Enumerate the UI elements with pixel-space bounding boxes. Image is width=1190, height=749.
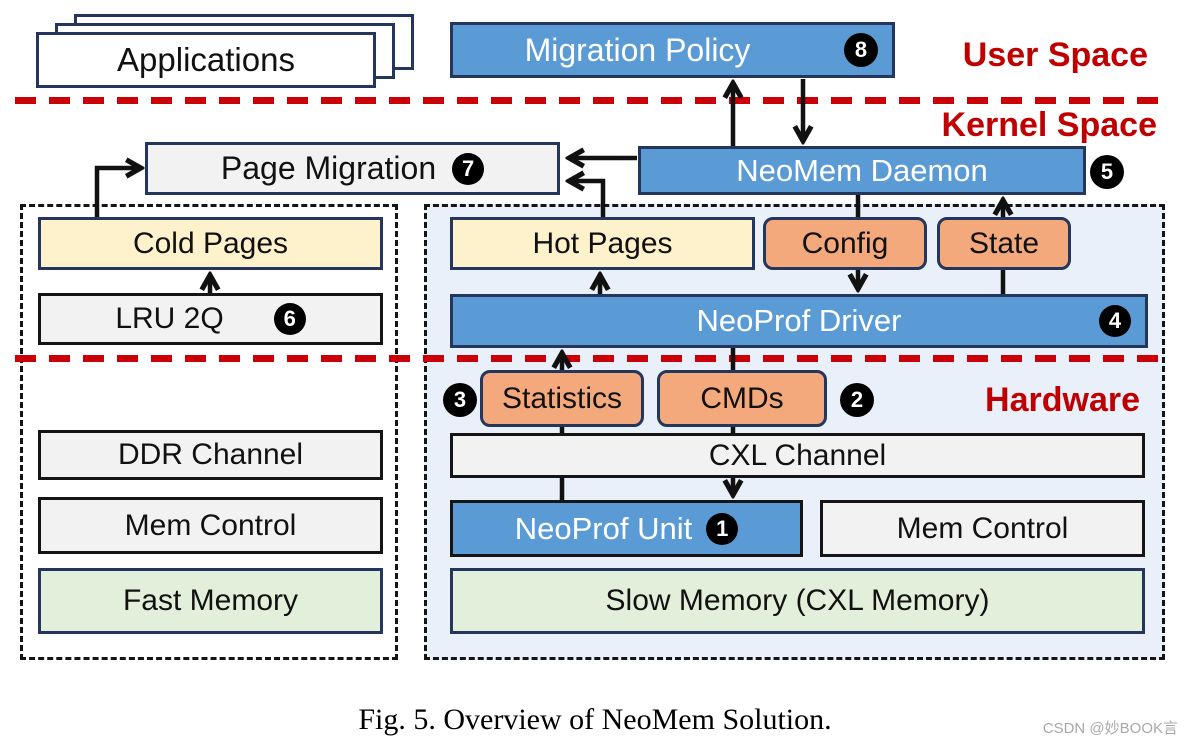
ddr-channel-label: DDR Channel — [117, 438, 304, 471]
config-label: Config — [801, 226, 889, 260]
state-label: State — [968, 226, 1040, 260]
statistics-box: Statistics — [480, 370, 644, 427]
cxl-channel-box: CXL Channel — [450, 433, 1145, 478]
cold-pages-label: Cold Pages — [132, 226, 289, 260]
neoprof-driver-badge: 4 — [1099, 305, 1131, 337]
page-migration-label: Page Migration — [220, 150, 437, 186]
hardware-label: Hardware — [985, 381, 1140, 419]
applications-label: Applications — [117, 41, 295, 78]
cold-pages-box: Cold Pages — [38, 217, 383, 270]
figure-caption: Fig. 5. Overview of NeoMem Solution. — [358, 703, 832, 736]
slow-memory-box: Slow Memory (CXL Memory) — [450, 568, 1145, 634]
applications-box: Applications — [36, 32, 376, 88]
user-space-label: User Space — [962, 36, 1148, 74]
neoprof-driver-label: NeoProf Driver — [696, 303, 902, 338]
statistics-badge: 3 — [443, 383, 477, 417]
migration-policy-text: Migration Policy — [524, 31, 751, 68]
neoprof-unit-box: NeoProf Unit 1 — [450, 500, 803, 557]
fast-memory-label: Fast Memory — [122, 584, 299, 617]
hot-pages-box: Hot Pages — [450, 217, 755, 270]
user-kernel-separator-line — [15, 97, 1168, 104]
migration-policy-badge: 8 — [844, 33, 878, 67]
kernel-hardware-separator-line — [15, 355, 1168, 362]
hot-pages-label: Hot Pages — [532, 226, 673, 260]
lru-2q-label: LRU 2Q — [115, 302, 224, 335]
page-migration-badge: 7 — [452, 152, 485, 185]
mem-control-left-label: Mem Control — [124, 508, 297, 542]
cmds-badge: 2 — [840, 383, 874, 417]
state-box: State — [937, 217, 1071, 270]
neoprof-unit-label: NeoProf Unit — [514, 510, 693, 546]
watermark-text: CSDN @妙BOOK言 — [1042, 720, 1178, 737]
mem-control-left-box: Mem Control — [38, 497, 383, 554]
mem-control-right-label: Mem Control — [896, 511, 1069, 545]
lru-2q-badge: 6 — [273, 303, 306, 335]
lru-2q-box: LRU 2Q 6 — [38, 293, 383, 345]
ddr-channel-box: DDR Channel — [38, 430, 383, 480]
neoprof-driver-box: NeoProf Driver 4 — [450, 294, 1148, 348]
migration-policy-box: Migration Policy 8 — [450, 22, 895, 78]
fast-memory-box: Fast Memory — [38, 568, 383, 634]
cmds-box: CMDs — [657, 370, 827, 427]
neomem-daemon-badge: 5 — [1090, 155, 1124, 189]
neomem-daemon-label: NeoMem Daemon — [736, 152, 988, 188]
slow-memory-label: Slow Memory (CXL Memory) — [605, 584, 990, 617]
mem-control-right-box: Mem Control — [820, 500, 1145, 557]
neoprof-unit-badge: 1 — [706, 512, 739, 545]
kernel-space-label: Kernel Space — [941, 106, 1157, 144]
cmds-label: CMDs — [700, 381, 784, 415]
statistics-label: Statistics — [501, 381, 623, 415]
page-migration-box: Page Migration 7 — [145, 142, 560, 195]
neomem-daemon-box: NeoMem Daemon — [638, 146, 1086, 195]
cxl-channel-label: CXL Channel — [708, 438, 887, 472]
config-box: Config — [763, 217, 927, 270]
